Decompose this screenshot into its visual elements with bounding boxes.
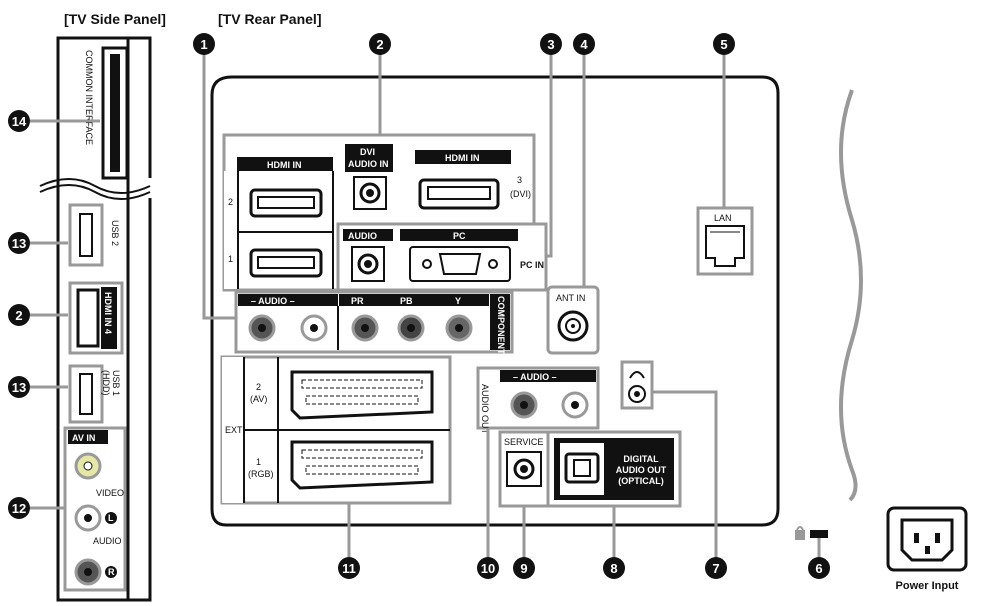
svg-text:3: 3 xyxy=(517,175,522,185)
svg-text:Y: Y xyxy=(455,296,461,306)
av-in-label: AV IN xyxy=(72,433,95,443)
svg-text:PC: PC xyxy=(453,231,466,241)
callout-4: 4 xyxy=(573,33,595,55)
svg-text:11: 11 xyxy=(342,561,356,576)
callout-7: 7 xyxy=(705,557,727,579)
svg-text:DVI: DVI xyxy=(360,147,375,157)
svg-text:(OPTICAL): (OPTICAL) xyxy=(618,476,664,486)
headphone-jack xyxy=(620,360,654,410)
svg-text:1: 1 xyxy=(200,37,207,52)
common-interface-slot xyxy=(101,46,129,180)
av-in-group xyxy=(63,426,127,592)
panel-edge-curve xyxy=(839,89,863,502)
svg-text:2: 2 xyxy=(256,382,261,392)
audio-out: – AUDIO – AUDIO OUT xyxy=(476,366,600,435)
svg-text:AUDIO OUT: AUDIO OUT xyxy=(480,384,490,435)
callout-6: 6 xyxy=(808,557,830,579)
callout-5: 5 xyxy=(713,33,735,55)
svg-text:COMPONENT IN: COMPONENT IN xyxy=(496,296,506,366)
component-block: – AUDIO – PR PB Y COMPONENT IN xyxy=(234,290,514,366)
svg-text:2: 2 xyxy=(376,37,383,52)
svg-text:(AV): (AV) xyxy=(250,394,267,404)
svg-text:DIGITAL: DIGITAL xyxy=(623,454,659,464)
svg-text:EXT: EXT xyxy=(225,425,243,435)
side-panel: COMMON INTERFACE USB 2 HDMI IN 4 (HDD) U… xyxy=(39,36,152,602)
usb2-label: USB 2 xyxy=(110,220,120,246)
svg-text:1: 1 xyxy=(228,254,233,264)
svg-text:HDMI IN: HDMI IN xyxy=(267,160,302,170)
callout-10: 10 xyxy=(477,557,499,579)
side-panel-title: [TV Side Panel] xyxy=(64,11,166,27)
svg-text:LAN: LAN xyxy=(714,213,732,223)
power-input: Power Input xyxy=(886,506,968,592)
r-label: R xyxy=(108,567,115,577)
svg-text:4: 4 xyxy=(580,37,588,52)
svg-text:9: 9 xyxy=(520,561,527,576)
callout-2: 2 xyxy=(369,33,391,55)
svg-text:7: 7 xyxy=(712,561,719,576)
svg-text:PC IN: PC IN xyxy=(520,260,544,270)
svg-text:HDMI IN: HDMI IN xyxy=(445,153,480,163)
svg-text:– AUDIO –: – AUDIO – xyxy=(513,372,557,382)
callout-13a: 13 xyxy=(8,232,30,254)
svg-text:SERVICE: SERVICE xyxy=(504,437,543,447)
svg-text:5: 5 xyxy=(720,37,727,52)
digital-audio-out: DIGITAL AUDIO OUT (OPTICAL) xyxy=(546,430,682,508)
callout-13b: 13 xyxy=(8,376,30,398)
svg-text:1: 1 xyxy=(256,457,261,467)
callout-8: 8 xyxy=(603,557,625,579)
service-port: SERVICE xyxy=(498,430,550,508)
svg-text:AUDIO IN: AUDIO IN xyxy=(348,159,389,169)
ant-in: ANT IN xyxy=(546,285,600,355)
common-interface-label: COMMON INTERFACE xyxy=(84,50,94,145)
svg-text:14: 14 xyxy=(12,114,27,129)
side-callouts xyxy=(30,119,100,510)
video-label: VIDEO xyxy=(96,488,124,498)
svg-text:12: 12 xyxy=(12,501,26,516)
rear-panel-outline xyxy=(210,75,780,527)
usb1-label: USB 1 xyxy=(111,370,121,396)
svg-text:(RGB): (RGB) xyxy=(248,469,274,479)
callout-14: 14 xyxy=(8,110,30,132)
hdmi4-label: HDMI IN 4 xyxy=(103,292,113,334)
svg-text:(DVI): (DVI) xyxy=(510,189,531,199)
l-label: L xyxy=(108,513,114,523)
svg-text:2: 2 xyxy=(15,308,22,323)
callout-1: 1 xyxy=(193,33,215,55)
svg-text:PR: PR xyxy=(351,296,364,306)
power-input-label: Power Input xyxy=(896,580,959,592)
svg-text:13: 13 xyxy=(12,380,26,395)
svg-text:– AUDIO –: – AUDIO – xyxy=(251,296,295,306)
scart-block: EXT 2 (AV) 1 (RGB) xyxy=(220,355,452,505)
svg-text:8: 8 xyxy=(610,561,617,576)
svg-text:AUDIO OUT: AUDIO OUT xyxy=(616,465,667,475)
callout-3: 3 xyxy=(540,33,562,55)
svg-text:PB: PB xyxy=(400,296,413,306)
callout-2-side: 2 xyxy=(8,304,30,326)
pc-in-block: AUDIO PC PC IN xyxy=(336,222,548,292)
callout-12: 12 xyxy=(8,497,30,519)
svg-text:13: 13 xyxy=(12,236,26,251)
svg-text:6: 6 xyxy=(815,561,822,576)
svg-text:ANT IN: ANT IN xyxy=(556,293,585,303)
callout-9: 9 xyxy=(513,557,535,579)
svg-text:2: 2 xyxy=(228,197,233,207)
rear-panel-title: [TV Rear Panel] xyxy=(218,11,321,27)
audio-label: AUDIO xyxy=(93,536,122,546)
svg-text:AUDIO: AUDIO xyxy=(348,231,377,241)
svg-text:3: 3 xyxy=(547,37,554,52)
lan-port: LAN xyxy=(696,206,754,276)
svg-text:10: 10 xyxy=(481,561,495,576)
kensington-lock-icon xyxy=(795,526,828,540)
callout-11: 11 xyxy=(338,557,360,579)
hdd-label: (HDD) xyxy=(101,370,111,396)
hdmi-block-left: HDMI IN 2 1 DVI AUDIO IN HDMI IN 3 (DVI) xyxy=(222,133,536,292)
